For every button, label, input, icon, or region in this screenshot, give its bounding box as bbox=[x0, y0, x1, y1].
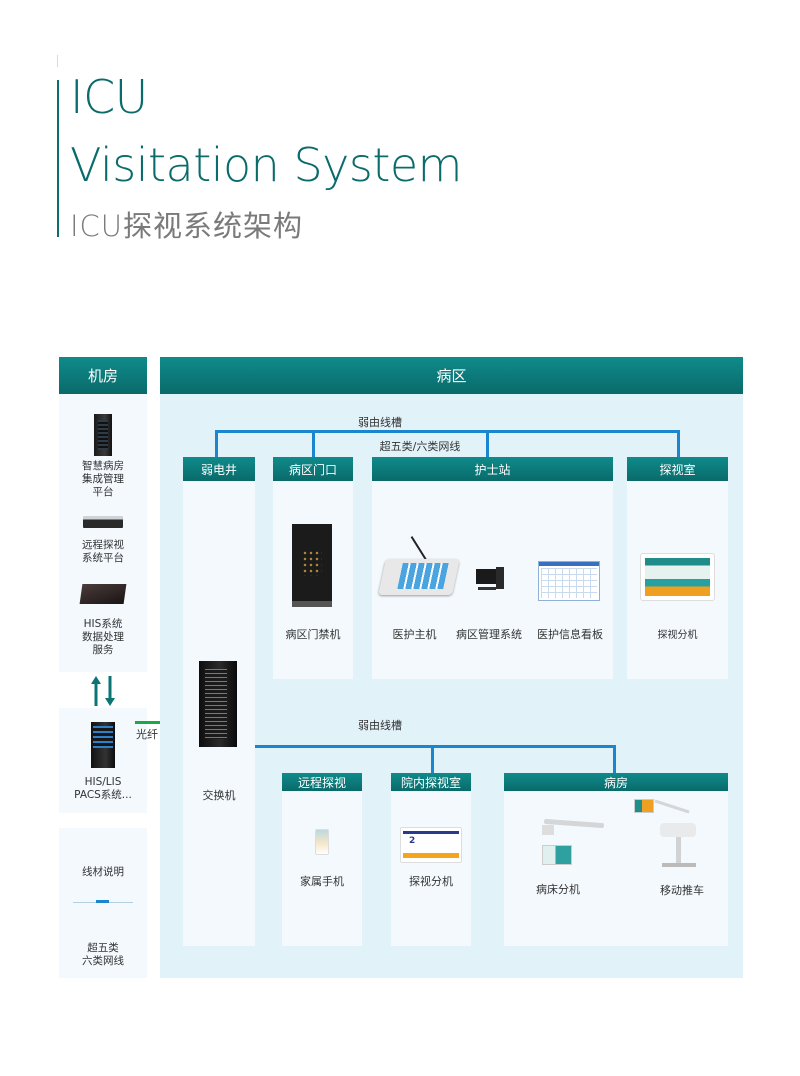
info-board-icon bbox=[538, 561, 600, 601]
data-box-icon bbox=[79, 584, 127, 604]
access-control-panel-icon bbox=[292, 524, 332, 607]
nurse-master-label: 医护主机 bbox=[392, 628, 437, 641]
bedside-terminal-icon bbox=[538, 817, 610, 867]
patient-room-header: 病房 bbox=[504, 773, 728, 791]
legend-title: 线材说明 bbox=[82, 866, 124, 878]
machine-room-item-label-3: HIS系统 数据处理 服务 bbox=[59, 618, 147, 657]
inhospital-visit-header-label: 院内探视室 bbox=[400, 775, 461, 790]
network-switch-cabinet-icon bbox=[199, 661, 237, 747]
nurse-station-box: 医护主机 病区管理系统 医护信息看板 bbox=[372, 481, 613, 679]
nurse-station-header-label: 护士站 bbox=[474, 462, 511, 477]
label-line: 超五类 bbox=[87, 942, 119, 954]
ward-management-system-label: 病区管理系统 bbox=[456, 628, 522, 641]
weak-shaft-box: 交换机 bbox=[183, 481, 255, 946]
drop-inhospital-visit bbox=[431, 745, 434, 773]
weak-shaft-header: 弱电井 bbox=[183, 457, 255, 481]
accent-tick bbox=[57, 55, 58, 67]
top-trunk-line bbox=[215, 430, 680, 433]
his-panel: HIS/LIS PACS系统... bbox=[59, 708, 147, 813]
visiting-room-header: 探视室 bbox=[627, 457, 728, 481]
machine-room-item-label-2: 远程探视 系统平台 bbox=[59, 539, 147, 565]
remote-visit-box: 家属手机 bbox=[282, 791, 362, 946]
his-server-icon bbox=[91, 722, 115, 768]
label-line: 系统平台 bbox=[82, 552, 124, 564]
ward-header-label: 病区 bbox=[436, 367, 467, 385]
title-line-1: ICU bbox=[70, 70, 148, 124]
legend-cable-swatch bbox=[96, 900, 109, 903]
ward-entrance-box: 病区门禁机 bbox=[273, 481, 353, 679]
title-line-2: Visitation System bbox=[70, 138, 462, 192]
title-subtitle: ICU探视系统架构 bbox=[70, 209, 304, 243]
drop-nurse-station bbox=[486, 430, 489, 457]
machine-room-header: 机房 bbox=[59, 357, 147, 394]
label-line: 六类网线 bbox=[82, 955, 124, 967]
mobile-cart-icon bbox=[632, 797, 702, 877]
bidirectional-arrows-icon bbox=[90, 676, 118, 706]
label-line: 数据处理 bbox=[82, 631, 124, 643]
remote-visit-header-label: 远程探视 bbox=[297, 775, 346, 790]
nurse-station-header: 护士站 bbox=[372, 457, 613, 481]
mobile-phone-label: 家属手机 bbox=[300, 875, 344, 888]
patient-room-box: 病床分机 移动推车 bbox=[504, 791, 728, 946]
remote-visit-header: 远程探视 bbox=[282, 773, 362, 791]
visiting-room-header-label: 探视室 bbox=[659, 462, 696, 477]
top-trunk-label: 弱由线槽 bbox=[358, 416, 402, 429]
ward-entrance-header: 病区门口 bbox=[273, 457, 353, 481]
drop-visiting-room bbox=[677, 430, 680, 457]
lower-trunk-line bbox=[255, 745, 616, 748]
machine-room-panel: 智慧病房 集成管理 平台 远程探视 系统平台 HIS系统 数据处理 服务 bbox=[59, 394, 147, 672]
visiting-room-box: 探视分机 bbox=[627, 481, 728, 679]
fiber-label: 光纤 bbox=[136, 728, 158, 741]
mobile-phone-icon bbox=[315, 829, 329, 855]
lower-trunk-label: 弱由线槽 bbox=[358, 719, 402, 732]
label-line: 集成管理 bbox=[82, 473, 124, 485]
legend-panel: 线材说明 超五类 六类网线 bbox=[59, 828, 147, 978]
rack-1u-server-icon bbox=[83, 516, 123, 528]
visiting-terminal-label: 探视分机 bbox=[657, 630, 698, 641]
title-rule bbox=[57, 80, 59, 237]
label-line: PACS系统... bbox=[74, 789, 132, 801]
label-line: 平台 bbox=[92, 486, 114, 498]
nurse-master-console-icon bbox=[378, 529, 462, 601]
machine-room-item-label-1: 智慧病房 集成管理 平台 bbox=[59, 460, 147, 499]
ward-header: 病区 bbox=[160, 357, 743, 394]
patient-room-header-label: 病房 bbox=[603, 775, 628, 790]
inhospital-visit-box: 2 探视分机 bbox=[391, 791, 471, 946]
label-line: 服务 bbox=[92, 644, 114, 656]
access-control-label: 病区门禁机 bbox=[285, 628, 341, 641]
drop-patient-room bbox=[613, 745, 616, 773]
drop-weak-shaft bbox=[215, 430, 218, 457]
info-board-label: 医护信息看板 bbox=[537, 628, 603, 641]
legend-cable-label: 超五类 六类网线 bbox=[59, 942, 147, 968]
label-line: HIS系统 bbox=[83, 618, 123, 630]
label-line: 远程探视 bbox=[82, 539, 124, 551]
top-cable-label: 超五类/六类网线 bbox=[379, 440, 461, 453]
fiber-link-line bbox=[135, 721, 160, 724]
visiting-terminal-icon bbox=[640, 553, 715, 601]
ward-entrance-header-label: 病区门口 bbox=[288, 462, 337, 477]
drop-ward-entrance bbox=[312, 430, 315, 457]
weak-shaft-header-label: 弱电井 bbox=[200, 462, 237, 477]
bedside-terminal-label: 病床分机 bbox=[536, 883, 580, 896]
his-label: HIS/LIS PACS系统... bbox=[59, 776, 147, 802]
label-line: 智慧病房 bbox=[82, 460, 124, 472]
mobile-cart-label: 移动推车 bbox=[660, 884, 704, 897]
inhospital-terminal-icon: 2 bbox=[400, 827, 462, 863]
terminal-screen-number: 2 bbox=[409, 836, 416, 846]
rack-server-icon bbox=[94, 414, 112, 456]
switch-label: 交换机 bbox=[202, 789, 236, 802]
label-line: HIS/LIS bbox=[84, 776, 122, 788]
inhospital-visit-header: 院内探视室 bbox=[391, 773, 471, 791]
inhospital-terminal-label: 探视分机 bbox=[409, 875, 453, 888]
machine-room-header-label: 机房 bbox=[87, 367, 118, 385]
desktop-computer-icon bbox=[476, 567, 506, 593]
